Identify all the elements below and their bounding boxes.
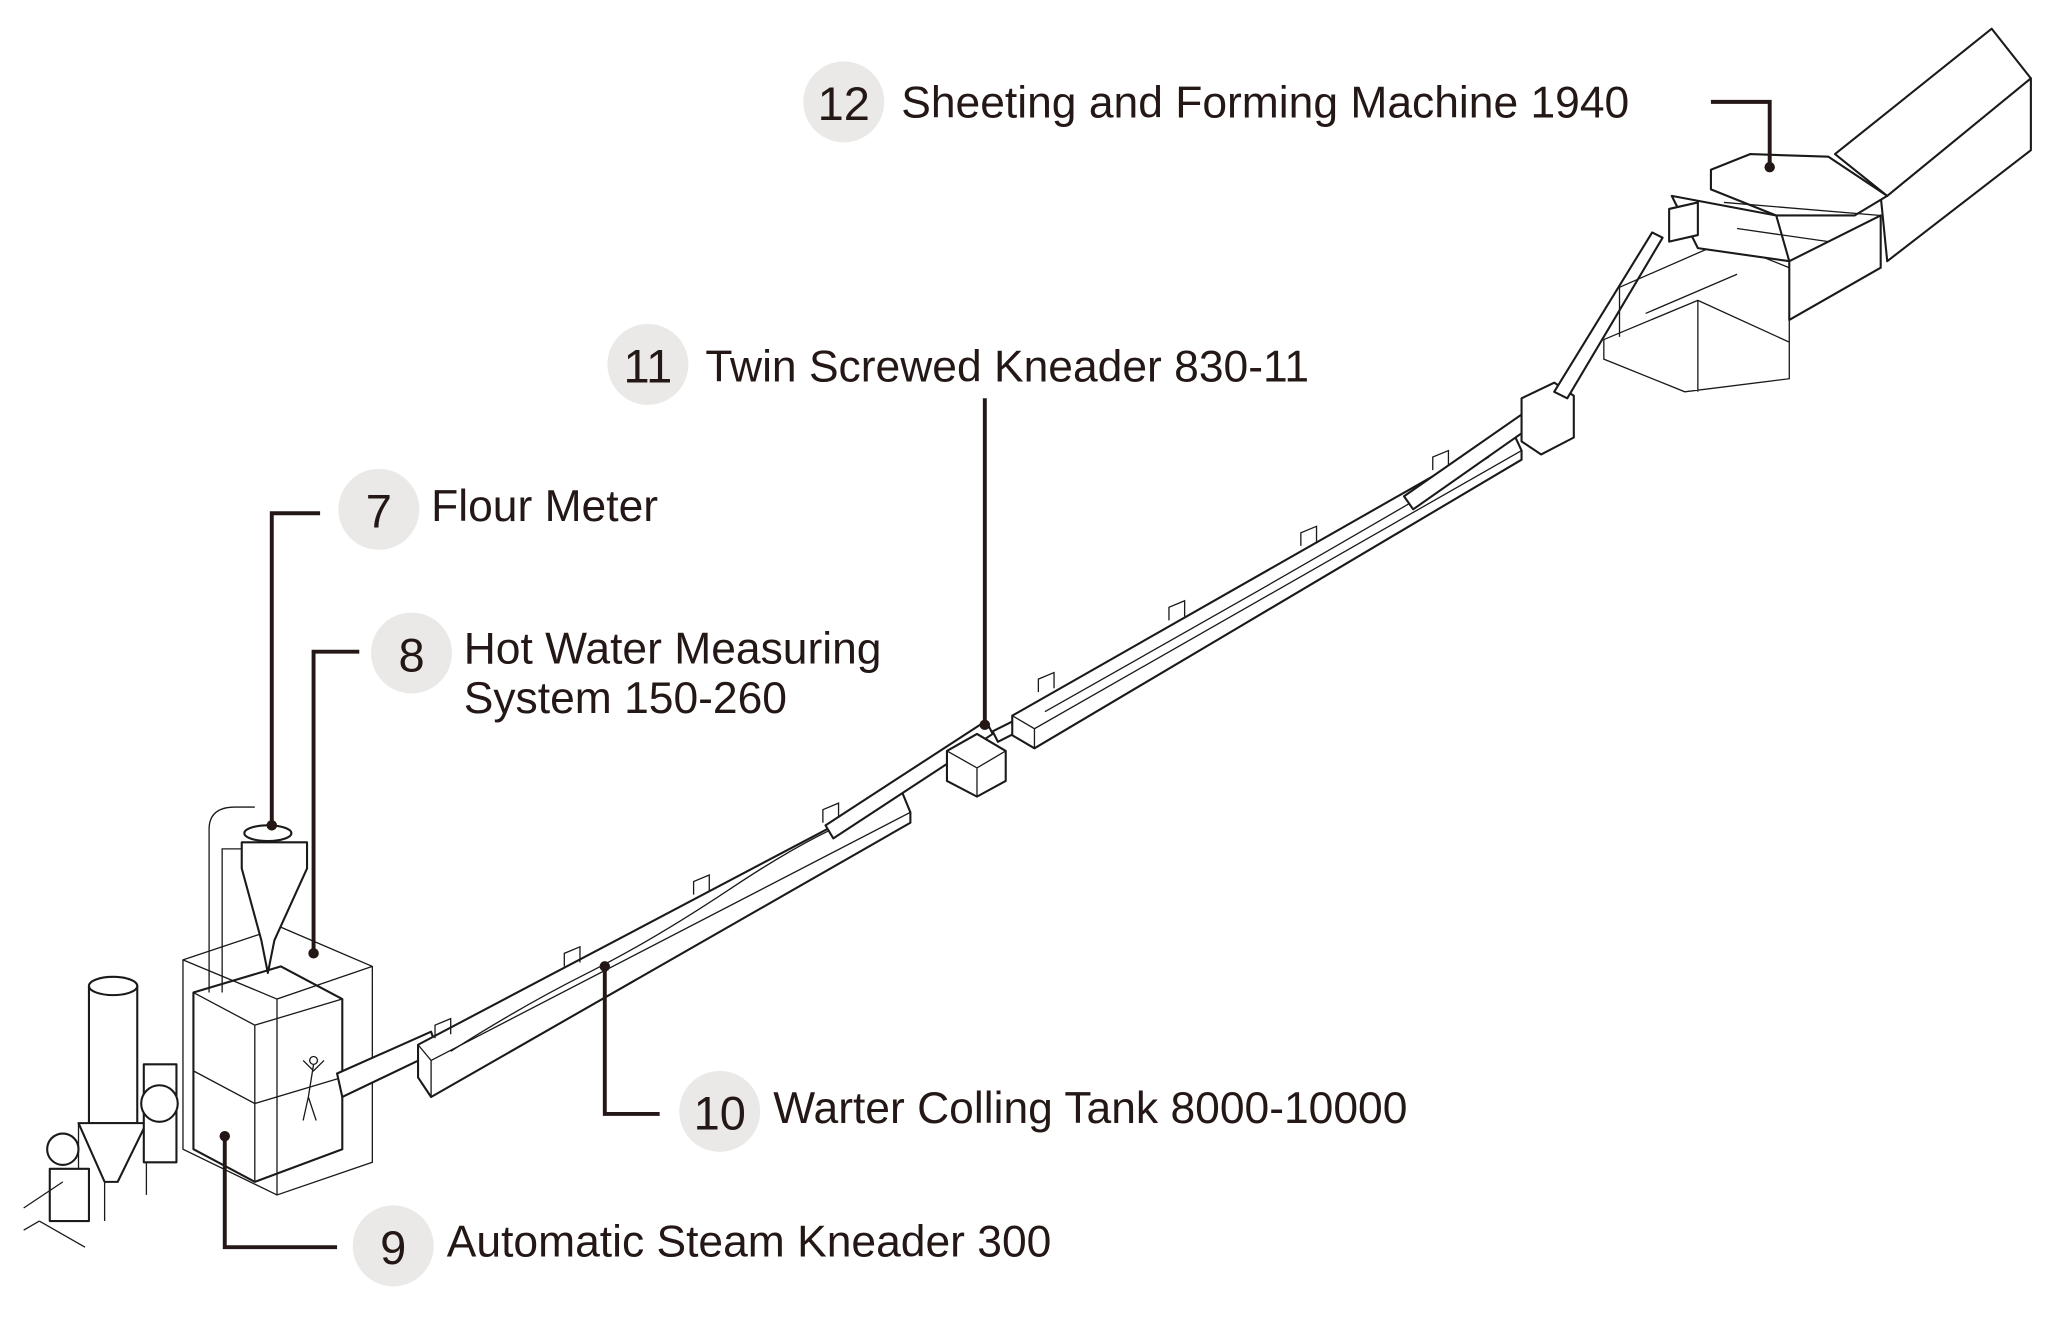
callout-label-line2: System 150-260 xyxy=(464,674,787,723)
number-badge xyxy=(679,1070,761,1152)
leader-9 xyxy=(222,1136,338,1250)
number-badge xyxy=(338,468,420,550)
callout-9: 9 Automatic Steam Kneader 300 xyxy=(352,1205,1052,1287)
callout-number: 10 xyxy=(694,1087,746,1140)
callout-number: 11 xyxy=(623,340,672,393)
callout-number: 9 xyxy=(380,1221,406,1274)
callout-number: 12 xyxy=(818,77,870,130)
callout-label: Warter Colling Tank 8000-10000 xyxy=(773,1084,1407,1133)
callout-label-line1: Hot Water Measuring xyxy=(464,624,882,673)
cooling-tank-2 xyxy=(1011,381,1575,750)
number-badge xyxy=(352,1205,434,1287)
boiler-silo xyxy=(23,975,179,1248)
leader-8 xyxy=(311,649,360,954)
cooling-tank-1 xyxy=(416,719,994,1099)
leader-10 xyxy=(602,966,660,1116)
number-badge xyxy=(607,323,689,405)
callout-label: Flour Meter xyxy=(431,482,658,531)
callout-7: 7 Flour Meter xyxy=(338,468,658,550)
callout-12: 12 Sheeting and Forming Machine 1940 xyxy=(803,61,1629,143)
kneader-building xyxy=(182,806,373,1196)
callout-number: 7 xyxy=(366,485,392,538)
callout-label: Automatic Steam Kneader 300 xyxy=(447,1217,1052,1266)
leader-7 xyxy=(269,511,321,826)
callout-number: 8 xyxy=(398,628,424,681)
callout-8: 8 Hot Water Measuring System 150-260 xyxy=(371,612,882,723)
leader-12 xyxy=(1710,99,1772,168)
sheeting-forming-machine xyxy=(1553,27,2032,400)
callout-label: Sheeting and Forming Machine 1940 xyxy=(901,79,1629,128)
number-badge xyxy=(371,612,452,694)
number-badge xyxy=(803,61,885,143)
leader-lines xyxy=(219,99,1775,1250)
callout-10: 10 Warter Colling Tank 8000-10000 xyxy=(679,1070,1407,1152)
callout-11: 11 Twin Screwed Kneader 830-11 xyxy=(607,323,1309,405)
callout-label: Twin Screwed Kneader 830-11 xyxy=(705,342,1309,391)
